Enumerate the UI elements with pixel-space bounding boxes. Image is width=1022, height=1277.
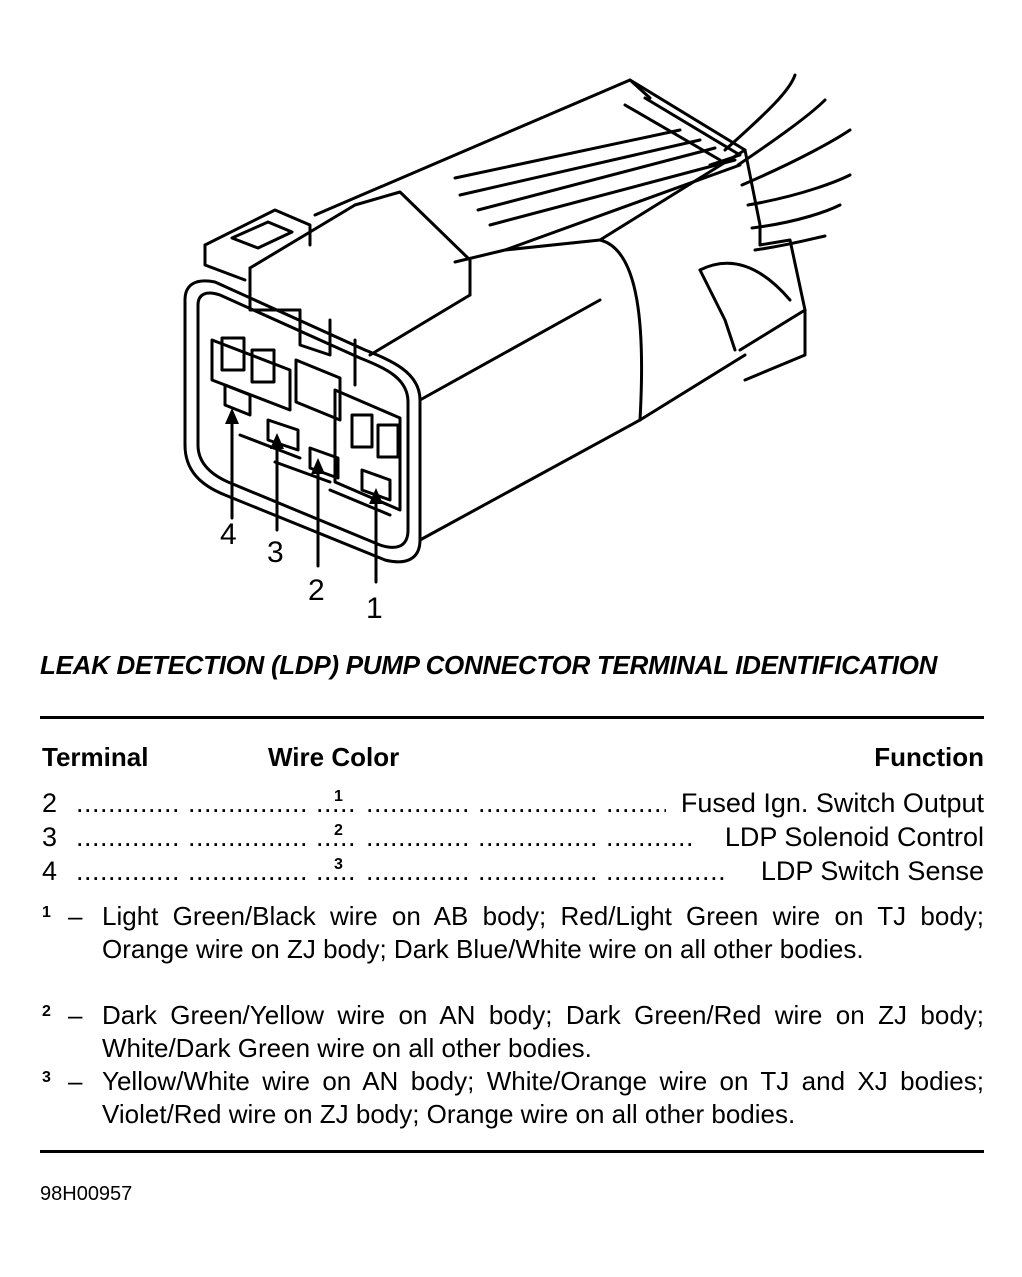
wire-color-ref: 3 <box>334 856 343 873</box>
footnote-text: Dark Green/Yellow wire on AN body; Dark … <box>102 1000 984 1063</box>
callout-1: 1 <box>366 592 383 625</box>
footnote-text: Yellow/White wire on AN body; White/Oran… <box>102 1066 984 1129</box>
figure-title: LEAK DETECTION (LDP) PUMP CONNECTOR TERM… <box>40 650 938 680</box>
table-row: 4 ............. ............... ........… <box>40 854 984 888</box>
leader-dots: ............. ............... ..........… <box>76 822 356 852</box>
figure-id: 98H00957 <box>40 1183 133 1205</box>
footnote-dash: – <box>68 1000 83 1030</box>
wire-color-ref: 2 <box>334 822 343 839</box>
callout-4: 4 <box>220 518 237 551</box>
callout-3: 3 <box>267 536 284 569</box>
leader-dots: ............. ............... ..........… <box>366 822 696 852</box>
callout-2: 2 <box>308 574 325 607</box>
terminal-function: LDP Solenoid Control <box>718 820 984 854</box>
footnote-text: Light Green/Black wire on AB body; Red/L… <box>102 901 984 964</box>
title-rule <box>40 716 984 719</box>
footnote-mark: 1 <box>42 904 51 921</box>
table-row: 3 ............. ............... ........… <box>40 820 984 854</box>
terminal-number: 4 <box>42 856 58 886</box>
terminal-function: LDP Switch Sense <box>754 854 984 888</box>
leader-dots: ............. ............... ..........… <box>366 856 736 886</box>
terminal-function: Fused Ign. Switch Output <box>674 786 984 820</box>
connector-illustration <box>183 73 852 584</box>
table-row: 2 ............. ............... ........… <box>40 786 984 820</box>
header-wire-color: Wire Color <box>268 742 400 772</box>
leader-dots: ............. ............... ..........… <box>366 788 666 818</box>
footnote-mark: 3 <box>42 1069 51 1086</box>
leader-dots: ............. ............... ..........… <box>76 856 356 886</box>
footnote-dash: – <box>68 901 83 931</box>
terminal-number: 3 <box>42 822 58 852</box>
terminal-number: 2 <box>42 788 58 818</box>
footnote-mark: 2 <box>42 1003 51 1020</box>
footnote-dash: – <box>68 1066 83 1096</box>
wire-color-ref: 1 <box>334 788 343 805</box>
header-terminal: Terminal <box>42 742 149 772</box>
leader-dots: ............. ............... ..........… <box>76 788 356 818</box>
header-function: Function <box>874 742 984 772</box>
bottom-rule <box>40 1150 984 1153</box>
